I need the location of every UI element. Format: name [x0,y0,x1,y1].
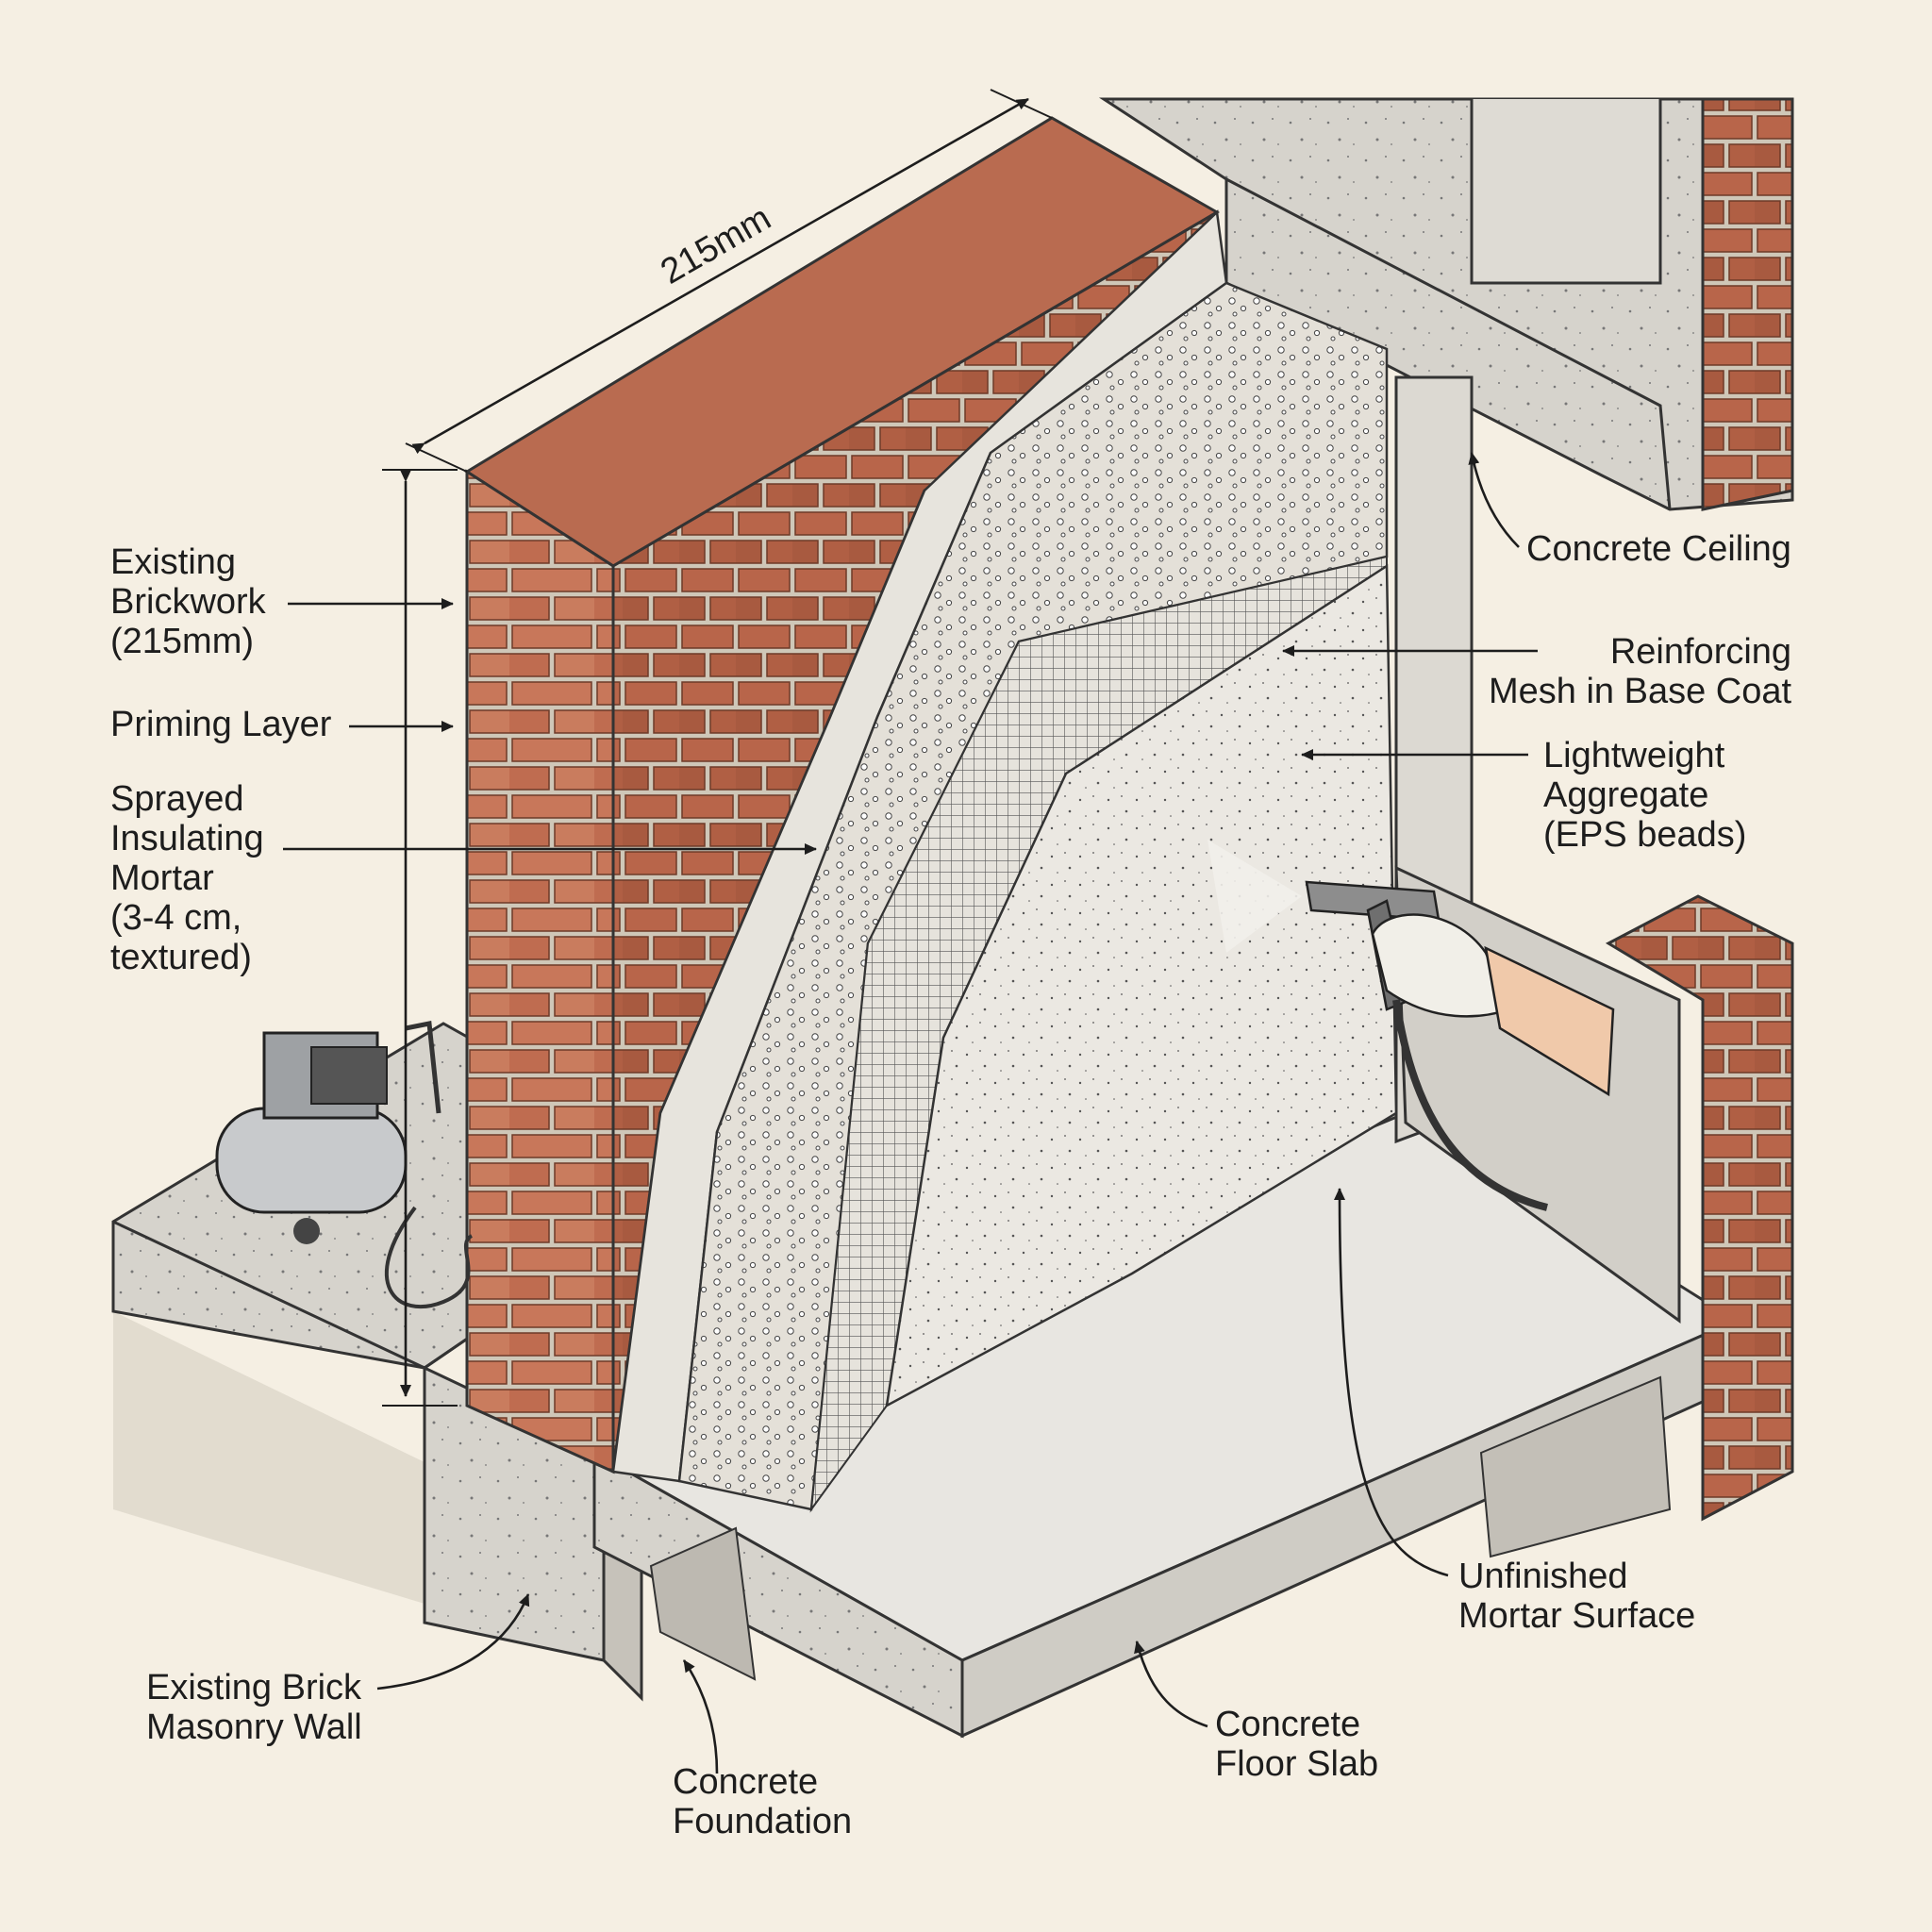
right-brick-upper [1701,97,1794,511]
gloved-hand [1371,913,1615,1097]
soil [113,1311,425,1604]
label-sprayed-mortar: Sprayed Insulating Mortar (3-4 cm, textu… [110,779,264,977]
leader-concrete-ceiling [1468,452,1520,548]
label-concrete-ceiling: Concrete Ceiling [1526,529,1791,569]
leader-brick-masonry-wall [376,1593,530,1690]
label-priming-layer: Priming Layer [110,705,332,744]
air-compressor [215,1021,474,1308]
label-concrete-floor-slab: Concrete Floor Slab [1215,1705,1379,1784]
leader-unfinished-surface [1334,1188,1449,1577]
right-brick-lower [1605,894,1794,1522]
leader-concrete-floor-slab [1134,1641,1208,1728]
label-concrete-foundation: Concrete Foundation [673,1762,853,1841]
spray-cloud [1208,840,1302,953]
dimension-line [411,97,1029,455]
leader-concrete-foundation [682,1659,719,1774]
label-lightweight-aggregate: Lightweight Aggregate (EPS beads) [1543,736,1747,855]
label-reinforcing-mesh: Reinforcing Mesh in Base Coat [1489,632,1792,711]
unfinished-mortar-surface [885,563,1398,1408]
label-unfinished-surface: Unfinished Mortar Surface [1458,1557,1696,1636]
label-existing-brickwork: Existing Brickwork (215mm) [110,542,266,661]
label-brick-masonry-wall: Existing Brick Masonry Wall [146,1668,362,1747]
brick-wall-face [465,469,615,1474]
